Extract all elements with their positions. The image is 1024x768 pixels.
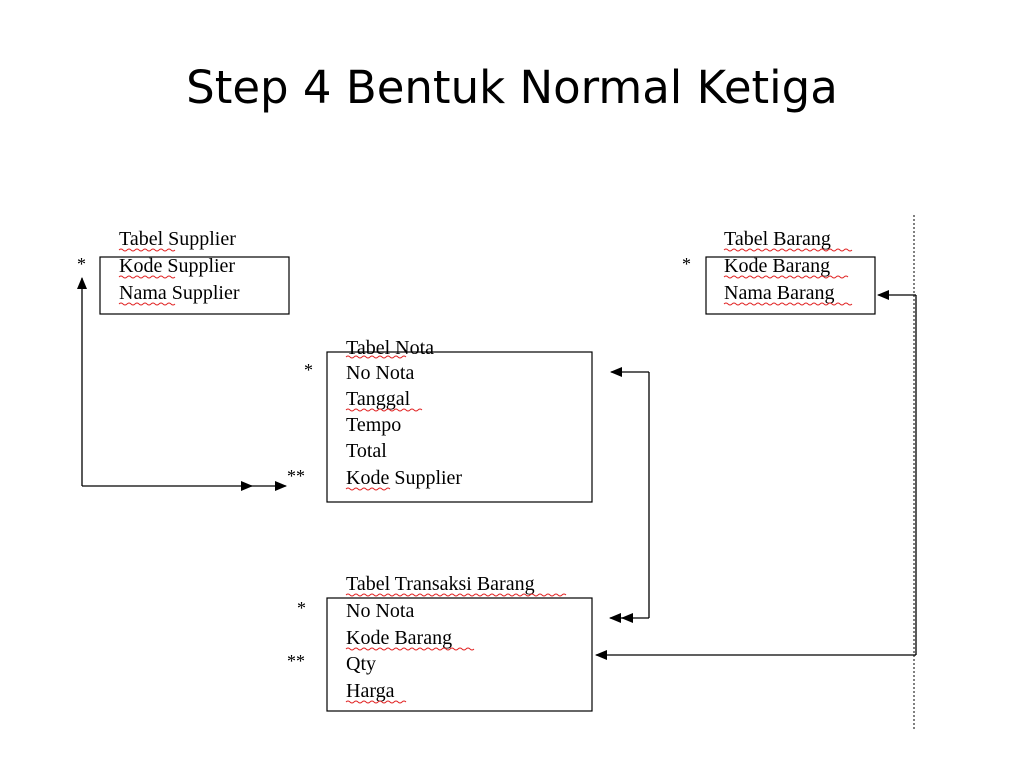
- table-nota-field: Tempo: [346, 414, 401, 436]
- table-nota-field: Tanggal: [346, 388, 411, 410]
- table-barang-header: Tabel Barang: [724, 228, 831, 250]
- squiggle: [345, 700, 407, 704]
- table-nota-field: Total: [346, 440, 387, 462]
- squiggle: [723, 302, 853, 306]
- table-transaksi-header: Tabel Transaksi Barang: [346, 573, 535, 595]
- squiggle: [345, 647, 475, 651]
- table-supplier-field: Nama Supplier: [119, 282, 240, 304]
- table-transaksi-barang: Tabel Transaksi Barang * ** No Nota Kode…: [287, 573, 593, 712]
- table-transaksi-field: Harga: [346, 680, 395, 702]
- table-barang-box: [705, 256, 876, 315]
- squiggle: [345, 355, 407, 359]
- squiggle: [118, 302, 176, 306]
- slide-title: Step 4 Bentuk Normal Ketiga: [186, 61, 838, 114]
- squiggle: [118, 275, 176, 279]
- key-mark: *: [682, 254, 691, 274]
- table-nota: Tabel Nota * ** No Nota Tanggal Tempo To…: [287, 337, 593, 503]
- key-mark: *: [304, 360, 313, 380]
- table-transaksi-field: Kode Barang: [346, 627, 452, 649]
- table-barang-field: Kode Barang: [724, 255, 830, 277]
- table-nota-field: Kode Supplier: [346, 467, 462, 489]
- table-nota-box: [326, 351, 593, 503]
- connector-barang-transaksi: [595, 290, 917, 660]
- table-supplier-box: [99, 256, 290, 315]
- table-barang-field: Nama Barang: [724, 282, 835, 304]
- table-transaksi-field: Qty: [346, 653, 376, 675]
- squiggle: [345, 408, 423, 412]
- table-supplier-header: Tabel Supplier: [119, 228, 236, 250]
- key-mark: **: [287, 466, 305, 486]
- table-barang: Tabel Barang * Kode Barang Nama Barang: [682, 228, 876, 315]
- squiggle: [723, 248, 853, 252]
- connector-supplier-nota: [77, 277, 287, 491]
- table-transaksi-box: [326, 597, 593, 712]
- table-supplier-field: Kode Supplier: [119, 255, 235, 277]
- squiggle: [118, 248, 176, 252]
- key-mark: *: [77, 254, 86, 274]
- spellcheck-underlines: [118, 248, 853, 704]
- connector-nota-transaksi: [609, 367, 650, 623]
- key-mark: **: [287, 651, 305, 671]
- squiggle: [723, 275, 849, 279]
- squiggle: [345, 487, 391, 491]
- key-mark: *: [297, 598, 306, 618]
- table-nota-field: No Nota: [346, 362, 414, 384]
- table-nota-header: Tabel Nota: [346, 337, 434, 359]
- table-supplier: Tabel Supplier * Kode Supplier Nama Supp…: [77, 228, 290, 315]
- squiggle: [345, 593, 567, 597]
- table-transaksi-field: No Nota: [346, 600, 414, 622]
